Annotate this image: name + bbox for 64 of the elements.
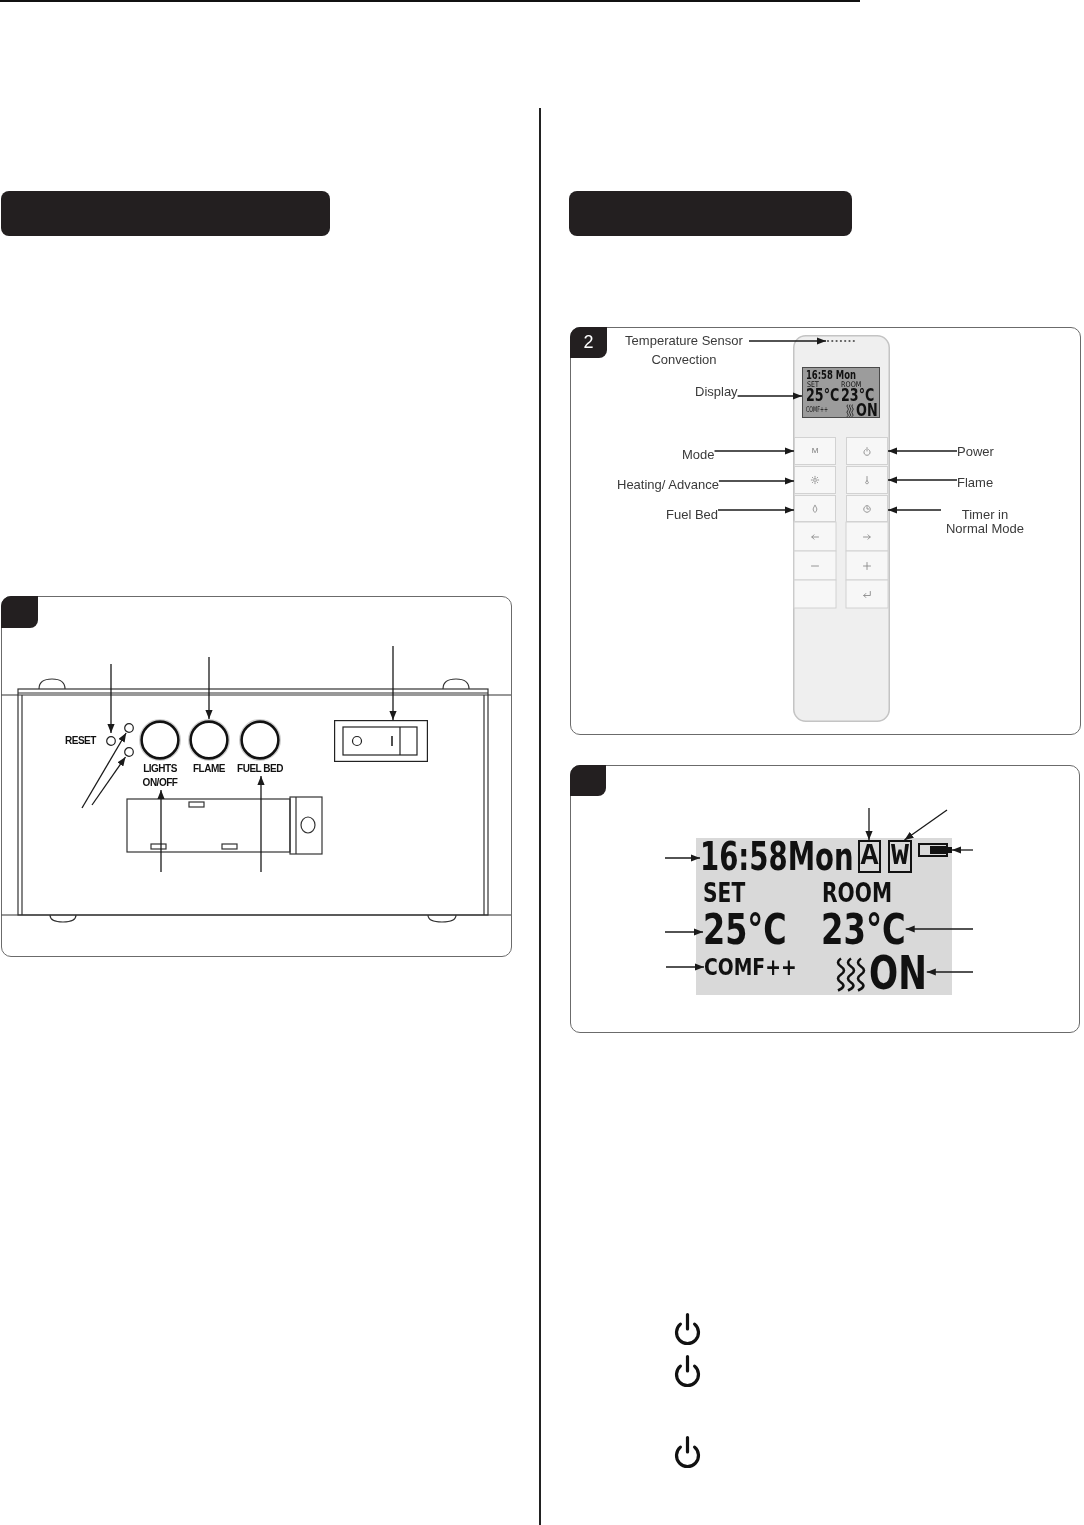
- leader-arrow: [926, 968, 974, 976]
- leader-arrow: [951, 846, 974, 854]
- leader-arrow: [81, 732, 127, 809]
- leader-arrow: [865, 807, 873, 841]
- leader-arrow: [157, 789, 165, 873]
- leader-arrow: [107, 663, 115, 734]
- boxed-letter: A: [858, 840, 881, 873]
- screen-text: ON: [856, 404, 878, 417]
- remote-key: [794, 495, 836, 522]
- battery-icon: [918, 843, 952, 857]
- remote-key: [846, 437, 888, 465]
- heading-bar: [1, 191, 330, 236]
- leader-arrow: [736, 392, 803, 400]
- leader-arrow: [748, 337, 827, 345]
- screen-text: 25°C: [806, 389, 840, 402]
- callout-label: Power: [957, 444, 994, 459]
- leader-arrow: [665, 963, 705, 971]
- figure-number: 2: [570, 327, 607, 358]
- leader-arrow: [905, 925, 974, 933]
- callout-label: Flame: [957, 475, 994, 490]
- panel-label: LIGHTS ON/OFF: [141, 762, 179, 790]
- leader-arrow: [257, 775, 265, 873]
- callout-label: Mode: [682, 447, 715, 462]
- boxed-letter: W: [888, 840, 912, 873]
- callout-label: Timer in Normal Mode: [941, 508, 1029, 536]
- lcd-text: 23°C: [821, 913, 906, 946]
- lcd-text: 25°C: [703, 913, 787, 946]
- lcd-screen: [696, 838, 952, 995]
- remote-key: [846, 495, 888, 522]
- remote-key: M: [794, 437, 836, 465]
- panel-label: FLAME: [192, 762, 226, 776]
- lcd-text: ROOM: [822, 883, 893, 903]
- panel-label: FUEL BED: [236, 762, 284, 776]
- rocker-switch-icon: [334, 720, 428, 762]
- display-screen: [802, 367, 880, 418]
- indicator-light-icon: [124, 723, 134, 733]
- leader-arrow: [664, 928, 704, 936]
- leader-arrow: [664, 854, 701, 862]
- leader-arrow: [903, 809, 948, 841]
- leader-arrow: [717, 506, 795, 514]
- sensor-grille-icon: [826, 338, 856, 344]
- remote-key: [794, 466, 836, 494]
- lcd-text: COMF++: [704, 958, 797, 976]
- callout-label: Temperature Sensor Convection: [619, 331, 749, 369]
- lcd-text: ON: [869, 956, 927, 991]
- indicator-light-icon: [124, 747, 134, 757]
- leader-arrow: [91, 756, 127, 806]
- leader-arrow: [389, 645, 397, 721]
- heading-bar: [569, 191, 852, 236]
- screen-text: 16:58 Mon: [806, 370, 856, 380]
- screen-text: 23°C: [841, 389, 875, 402]
- leader-arrow: [205, 656, 213, 720]
- lcd-text: 16:58Mon: [700, 842, 854, 872]
- remote-key: [846, 466, 888, 494]
- callout-label: Fuel Bed: [666, 507, 719, 522]
- leader-arrow: [887, 447, 958, 455]
- callout-label: Heating/ Advance: [617, 477, 719, 492]
- leader-arrow: [718, 477, 795, 485]
- leader-arrow: [713, 447, 795, 455]
- callout-label: Display: [695, 384, 738, 399]
- lcd-text: SET: [703, 883, 746, 903]
- leader-arrow: [887, 476, 958, 484]
- panel-label: RESET: [65, 734, 96, 748]
- leader-arrow: [887, 506, 942, 514]
